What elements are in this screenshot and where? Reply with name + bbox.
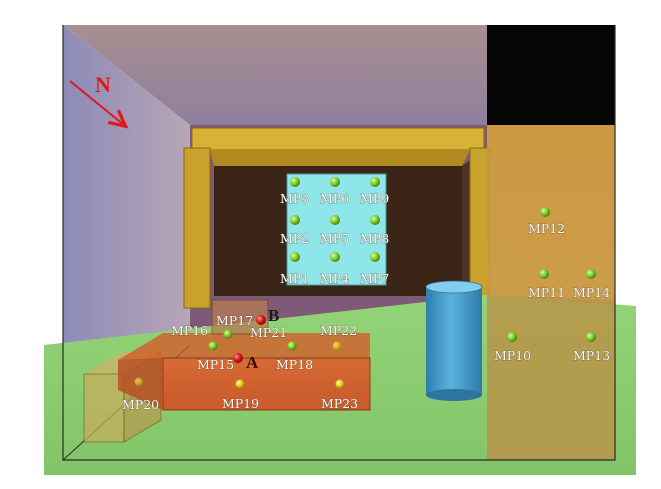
sensor-point-mp13 xyxy=(586,332,596,342)
sensor-point-mp19 xyxy=(235,379,245,389)
sensor-point-mp2 xyxy=(290,215,300,225)
sensor-point-mp18 xyxy=(287,341,297,351)
ceiling xyxy=(63,25,487,125)
label-mp7: MP7 xyxy=(360,271,389,286)
sensor-point-mp11 xyxy=(539,269,549,279)
sensor-point-mp9 xyxy=(370,177,380,187)
label-mp14: MP14 xyxy=(573,285,610,300)
label-mp6: MP6 xyxy=(320,191,349,206)
label-mp1: MP1 xyxy=(280,271,309,286)
label-mp21: MP21 xyxy=(250,325,287,340)
label-mp17: MP17 xyxy=(216,313,253,328)
label-mp5: MP5 xyxy=(320,231,349,246)
label-mp2: MP2 xyxy=(280,231,309,246)
point-labels: MP3 MP6 MP9 MP2 MP5 MP8 MP1 MP4 MP7 MP12… xyxy=(122,191,611,413)
label-mp13: MP13 xyxy=(573,348,610,363)
label-mp16: MP16 xyxy=(171,323,208,338)
room-outline xyxy=(62,25,616,461)
label-mp11: MP11 xyxy=(528,285,565,300)
sensor-point-mp12 xyxy=(540,207,550,217)
label-mp19: MP19 xyxy=(222,396,259,411)
sensor-point-mp10 xyxy=(507,332,517,342)
frame-left-post xyxy=(183,147,211,309)
label-mp22: MP22 xyxy=(320,323,357,338)
north-arrow-icon xyxy=(69,80,124,125)
sensor-point-mp14 xyxy=(586,269,596,279)
label-mp15: MP15 xyxy=(197,357,234,372)
sensor-point-mp5 xyxy=(330,215,340,225)
sensor-point-mp1 xyxy=(290,252,300,262)
source-point-a xyxy=(233,353,243,363)
label-source-a: A xyxy=(246,353,259,372)
label-mp18: MP18 xyxy=(276,357,313,372)
sensor-point-mp6 xyxy=(330,177,340,187)
sensor-point-mp17 xyxy=(223,329,233,339)
label-source-b: B xyxy=(268,306,279,325)
sensor-point-mp22 xyxy=(332,341,342,351)
window-panel xyxy=(286,173,387,286)
cylinder-body xyxy=(426,287,482,395)
label-mp23: MP23 xyxy=(321,396,358,411)
label-mp8: MP8 xyxy=(360,231,389,246)
inner-right-jamb xyxy=(462,160,470,296)
sensor-point-mp7 xyxy=(370,252,380,262)
sensor-point-mp3 xyxy=(290,177,300,187)
frame-top xyxy=(191,127,485,151)
frame-top-underside xyxy=(210,150,470,166)
sensor-point-mp20 xyxy=(134,377,144,387)
compass: N xyxy=(69,72,124,125)
label-mp3: MP3 xyxy=(280,191,309,206)
label-mp4: MP4 xyxy=(320,271,349,286)
label-mp10: MP10 xyxy=(494,348,531,363)
label-mp9: MP9 xyxy=(360,191,389,206)
sensor-point-mp16 xyxy=(208,341,218,351)
label-mp20: MP20 xyxy=(122,397,159,412)
table-top xyxy=(118,333,370,360)
sensor-point-mp23 xyxy=(335,379,345,389)
floor-right-overlay xyxy=(487,295,615,460)
sensor-point-mp4 xyxy=(330,252,340,262)
dark-corner xyxy=(487,25,615,125)
north-label: N xyxy=(95,72,111,97)
sensor-points xyxy=(134,177,596,389)
cylinder-top xyxy=(425,280,483,294)
label-mp12: MP12 xyxy=(528,221,565,236)
sensor-point-mp8 xyxy=(370,215,380,225)
cylinder-bottom xyxy=(426,389,482,401)
source-point-b xyxy=(256,315,266,325)
